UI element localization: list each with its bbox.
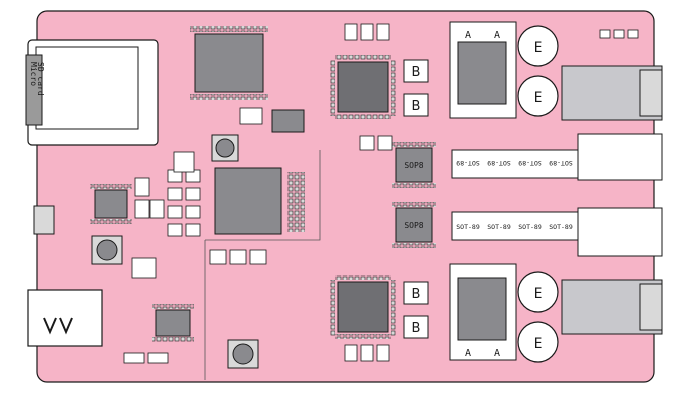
block-b-3: B: [403, 281, 429, 305]
cap-top-2: E: [517, 75, 559, 117]
sot89-top-2: SOT-89: [487, 159, 511, 167]
cap-bottom-2-label: E: [534, 336, 543, 352]
sot89-top-1: SOT-89: [456, 159, 480, 167]
ic-qfp-top: [330, 55, 396, 119]
block-b-1: B: [403, 59, 429, 83]
microsd-label-line2: SD card: [36, 62, 45, 96]
block-b-4-label: B: [412, 321, 421, 336]
passive-components: [123, 23, 639, 364]
relay-top: A A: [449, 21, 517, 119]
microsd-slot: Micro SD card: [25, 39, 159, 146]
relay-top-left-label: A: [465, 30, 471, 41]
block-b-2-label: B: [412, 99, 421, 114]
sop8-bottom: SOP8: [392, 202, 436, 248]
inductor-3: [227, 339, 259, 369]
sot89-bottom-1: SOT-89: [456, 223, 480, 231]
relay-bottom-left-label: A: [465, 348, 471, 359]
sot89-bottom-3: SOT-89: [518, 223, 542, 231]
inductor-1: [211, 134, 239, 162]
audio-jack-top: [561, 65, 663, 121]
block-b-1-label: B: [412, 65, 421, 80]
microsd-label-line1: Micro: [29, 62, 38, 86]
sop8-top: SOP8: [392, 142, 436, 188]
ic-sot-top: [271, 109, 305, 133]
cap-top-2-label: E: [534, 90, 543, 106]
relay-bottom-right-label: A: [494, 348, 500, 359]
sot89-bottom-2: SOT-89: [487, 223, 511, 231]
cap-bottom-2: E: [517, 321, 559, 363]
ic-soic-bottom-left: [152, 304, 194, 342]
cap-bottom-1-label: E: [534, 286, 543, 302]
sot89-top-3: SOT-89: [518, 159, 542, 167]
sop8-bottom-label: SOP8: [404, 221, 423, 230]
side-switch: [33, 205, 55, 235]
ic-qfp-bottom: [330, 275, 396, 339]
usb-connector: [27, 289, 103, 347]
block-b-2: B: [403, 93, 429, 117]
audio-jack-bottom: [561, 279, 663, 335]
ic-central: [214, 167, 305, 235]
connector-mid-bottom: [577, 207, 663, 257]
sot89-row-top: SOT-89 SOT-89 SOT-89 SOT-89: [451, 149, 579, 179]
sop8-top-label: SOP8: [404, 161, 423, 170]
ic-tssop-top: [190, 26, 268, 100]
block-b-4: B: [403, 315, 429, 339]
ic-soic-left: [90, 184, 132, 224]
block-b-3-label: B: [412, 287, 421, 302]
inductor-2: [91, 235, 123, 265]
cap-top-1: E: [517, 25, 559, 67]
cap-bottom-1: E: [517, 271, 559, 313]
relay-top-right-label: A: [494, 30, 500, 41]
connector-mid-top: [577, 133, 663, 181]
sot89-bottom-4: SOT-89: [549, 223, 573, 231]
sot89-top-4: SOT-89: [549, 159, 573, 167]
sot89-row-bottom: SOT-89 SOT-89 SOT-89 SOT-89: [451, 211, 579, 241]
cap-top-1-label: E: [534, 40, 543, 56]
relay-bottom: A A: [449, 263, 517, 361]
traces: [204, 150, 321, 380]
